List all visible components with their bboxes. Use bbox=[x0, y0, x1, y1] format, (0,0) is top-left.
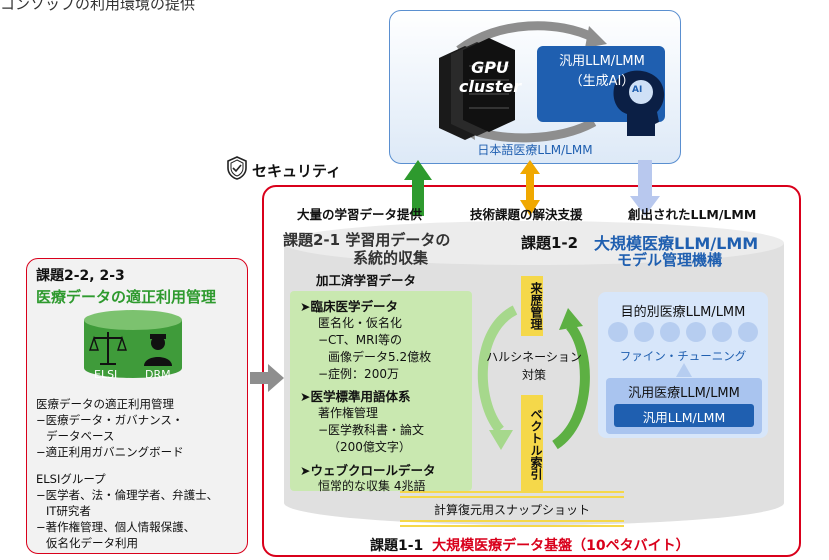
left-line-9: −著作権管理、個人情報保護、 bbox=[36, 520, 196, 534]
general-llm-label: 汎用LLM/LMM bbox=[642, 410, 726, 425]
purpose-llm-title: 目的別医療LLM/LMM bbox=[620, 305, 746, 320]
model-circle bbox=[634, 322, 654, 342]
ai-head-icon bbox=[613, 70, 665, 136]
green-item2-head: ➤医学標準用語体系 bbox=[300, 386, 411, 405]
flow-label-mid: 技術課題の解決支援 bbox=[470, 207, 583, 222]
arrow-bullet-icon: ➤ bbox=[300, 463, 311, 478]
left-line-3: データベース bbox=[46, 429, 115, 443]
green-item2-line2: −医学教科書・論文 bbox=[318, 423, 425, 437]
arrow-bullet-icon: ➤ bbox=[300, 299, 311, 314]
model-circle bbox=[712, 322, 732, 342]
gpu-cluster-icon bbox=[439, 38, 515, 140]
left-line-6: ELSIグループ bbox=[36, 472, 106, 486]
model-circles bbox=[608, 322, 758, 342]
middle-cycle-graphic bbox=[477, 305, 590, 450]
green-item1-line3: 画像データ5.2億枚 bbox=[328, 350, 432, 364]
halluc-line2: 対策 bbox=[521, 368, 546, 382]
green-item1-line2: −CT、MRI等の bbox=[318, 333, 402, 347]
cycle-arc-right-head bbox=[559, 308, 583, 330]
cycle-arrowhead-top bbox=[585, 26, 607, 48]
task21-subtitle: 加工済学習データ bbox=[316, 273, 417, 288]
model-circle bbox=[686, 322, 706, 342]
history-label-box bbox=[521, 276, 543, 336]
green-item2-line3: （200億文字） bbox=[328, 440, 411, 454]
left-line-8: IT研究者 bbox=[46, 504, 91, 518]
left-usage-box bbox=[26, 258, 248, 554]
finetune-label: ファイン・チューニング bbox=[619, 349, 747, 363]
green-item2-head-text: 医学標準用語体系 bbox=[310, 389, 411, 404]
arrow-bullet-icon: ➤ bbox=[300, 389, 311, 404]
top-box-graphics bbox=[439, 21, 665, 143]
left-line-4: −適正利用ガバニングボード bbox=[36, 445, 184, 459]
task12-title-line1: 大規模医療LLM/LMM bbox=[594, 234, 759, 253]
green-item3-head: ➤ウェブクロールデータ bbox=[300, 460, 436, 479]
green-item1-head-text: 臨床医学データ bbox=[310, 299, 398, 314]
scales-icon bbox=[89, 332, 127, 365]
page-header: コンソップの利用環境の提供 bbox=[0, 0, 196, 13]
vector-label-box bbox=[521, 395, 543, 493]
cycle-arc-left bbox=[477, 305, 518, 434]
left-line-10: 仮名化データ利用 bbox=[46, 536, 138, 550]
green-item3-line1: 恒常的な収集 4兆語 bbox=[318, 479, 426, 493]
flow-label-right: 創出されたLLM/LMM bbox=[628, 207, 757, 222]
cycle-arc-left-head bbox=[489, 430, 513, 450]
general-med-label: 汎用医療LLM/LMM bbox=[628, 386, 740, 401]
guard-icon bbox=[144, 334, 172, 366]
grey-right-arrow bbox=[250, 364, 284, 392]
vector-index-label: ベクトル索引 bbox=[529, 408, 543, 480]
green-item2-line1: 著作権管理 bbox=[318, 406, 379, 420]
left-box-label: 課題2-2, 2-3 bbox=[36, 268, 125, 284]
green-item1-line1: 匿名化・仮名化 bbox=[318, 316, 403, 330]
security-label: セキュリティ bbox=[252, 162, 342, 180]
top-box-caption: 日本語医療LLM/LMM bbox=[477, 143, 593, 157]
llm-box-line2: （生成AI） bbox=[569, 74, 635, 89]
task11-title: 大規模医療データ基盤（10ペタバイト） bbox=[432, 538, 690, 554]
gpu-cluster-label: GPU cluster bbox=[458, 58, 522, 96]
history-label: 来歴管理 bbox=[529, 282, 543, 330]
model-circle bbox=[660, 322, 680, 342]
elsi-drm-cylinder bbox=[84, 310, 182, 378]
orange-double-arrow bbox=[520, 160, 540, 216]
finetune-up-arrow bbox=[676, 363, 692, 377]
green-item3-head-text: ウェブクロールデータ bbox=[310, 463, 436, 478]
blue-down-arrow bbox=[630, 160, 660, 216]
green-item1-head: ➤臨床医学データ bbox=[300, 296, 398, 315]
task11-label: 課題1-1 大規模医療データ基盤（10ペタバイト） bbox=[370, 535, 690, 555]
halluc-line1: ハルシネーション bbox=[486, 350, 582, 364]
task12-label: 課題1-2 bbox=[521, 234, 579, 252]
processed-data-box bbox=[290, 291, 472, 491]
general-llm-box bbox=[614, 404, 754, 427]
model-circle bbox=[738, 322, 758, 342]
task21-title-line1: 課題2-1 学習用データの bbox=[283, 231, 451, 249]
elsi-label: ELSI bbox=[94, 368, 118, 381]
drm-label: DRM bbox=[145, 368, 171, 381]
model-circle bbox=[608, 322, 628, 342]
left-line-2: −医療データ・ガバナンス・ bbox=[36, 413, 184, 427]
shield-check-icon bbox=[227, 156, 247, 180]
task12-title-line2: モデル管理機構 bbox=[617, 251, 723, 269]
ai-label: AI bbox=[632, 85, 643, 95]
snapshot-label: 計算復元用スナップショット bbox=[433, 503, 590, 517]
flow-label-left: 大量の学習データ提供 bbox=[297, 207, 423, 222]
flow-arrows bbox=[404, 160, 660, 216]
green-item1-line4: −症例：200万 bbox=[318, 367, 399, 381]
llm-box-line1: 汎用LLM/LMM bbox=[559, 54, 645, 69]
green-up-arrow bbox=[404, 160, 432, 216]
cycle-arc-right bbox=[551, 322, 590, 450]
task11-label-text: 課題1-1 bbox=[370, 538, 424, 554]
task21-title-line2: 系統的収集 bbox=[353, 249, 429, 267]
left-line-7: −医学者、法・倫理学者、弁護士、 bbox=[36, 488, 219, 502]
left-box-title: 医療データの適正利用管理 bbox=[36, 288, 217, 306]
left-line-1: 医療データの適正利用管理 bbox=[36, 397, 174, 411]
cycle-arrow-top bbox=[456, 21, 597, 54]
